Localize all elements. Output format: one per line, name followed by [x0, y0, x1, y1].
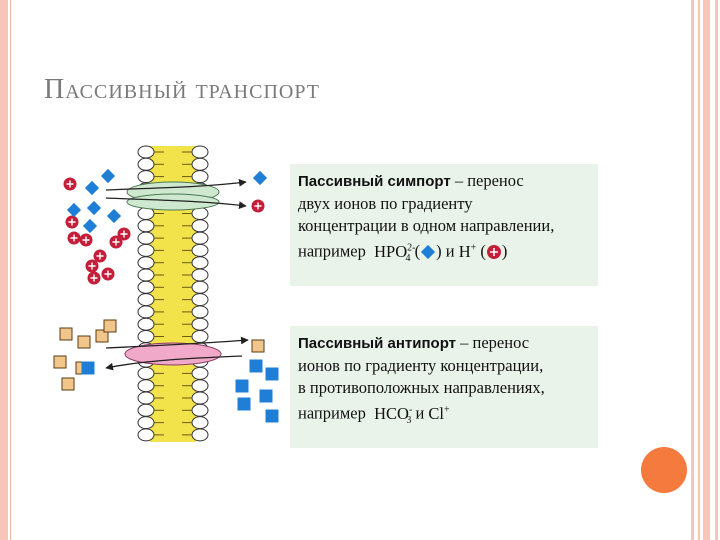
phospholipid-head [137, 145, 155, 159]
hco3-ion-group [53, 319, 265, 391]
hco3-ion [59, 327, 73, 341]
accent-circle [641, 447, 687, 493]
h-ion-group [63, 177, 265, 285]
phospholipid-head [137, 219, 155, 233]
phospholipid-head [137, 157, 155, 171]
antiport-arrow-right [105, 336, 249, 349]
cl-ion [237, 397, 251, 411]
h-ion-plus [68, 218, 76, 226]
hpo4-ion [84, 180, 100, 196]
right-border-stripes [688, 0, 720, 540]
phospholipid-head [137, 170, 155, 184]
phospholipid-head [191, 145, 209, 159]
phospholipid-head [191, 157, 209, 171]
phospholipid-head [191, 317, 209, 331]
hpo4-ion [252, 170, 268, 186]
blue-diamond-icon [421, 244, 436, 259]
phospholipid-head [137, 428, 155, 442]
h-ion-plus [254, 202, 262, 210]
h-ion-plus [112, 238, 120, 246]
h-ion-plus [120, 230, 128, 238]
phospholipid-head [191, 231, 209, 245]
hpo4-ion [82, 218, 98, 234]
h-ion-plus [88, 262, 96, 270]
phospholipid-head [191, 366, 209, 380]
hpo4-ion [66, 202, 82, 218]
phospholipid-head [137, 403, 155, 417]
phospholipid-head [137, 317, 155, 331]
hco3-ion [77, 335, 91, 349]
phospholipid-head [137, 243, 155, 257]
phospholipid-head [137, 416, 155, 430]
cl-ion [249, 359, 263, 373]
ion-cl: Cl+ [428, 403, 450, 423]
phospholipid-head [137, 330, 155, 343]
ion-h: H+ [458, 241, 477, 261]
antiport-description: Пассивный антипорт – перенос ионов по гр… [290, 326, 598, 448]
h-ion-plus [66, 180, 74, 188]
membrane-illustration [53, 145, 279, 442]
h-ion-plus [104, 270, 112, 278]
h-ion-plus [70, 234, 78, 242]
phospholipid-head [191, 293, 209, 307]
left-border-line [10, 0, 11, 540]
phospholipid-head [137, 268, 155, 282]
phospholipid-head [191, 391, 209, 405]
ion-hco3: HCO-3 [374, 403, 413, 426]
h-ion-plus [90, 274, 98, 282]
left-border-bar [0, 0, 8, 540]
symport-description: Пассивный симпорт – перенос двух ионов п… [290, 164, 598, 286]
phospholipid-head [191, 219, 209, 233]
phospholipid-head [137, 305, 155, 319]
phospholipid-head [137, 231, 155, 245]
phospholipid-head [137, 366, 155, 380]
cl-ion-group [81, 359, 279, 423]
antiport-protein [124, 342, 222, 366]
phospholipid-head [191, 403, 209, 417]
hpo4-ion [86, 200, 102, 216]
hpo4-ion [100, 168, 116, 184]
phospholipid-head [137, 280, 155, 294]
cl-ion [265, 367, 279, 381]
hco3-ion [251, 339, 265, 353]
transport-diagram: Пассивный симпорт – перенос двух ионов п… [46, 140, 606, 450]
h-ion-plus [82, 236, 90, 244]
phospholipid-head [191, 170, 209, 184]
phospholipid-head [137, 379, 155, 393]
hco3-ion [95, 329, 109, 343]
cl-ion [265, 409, 279, 423]
phospholipid-head [191, 330, 209, 343]
red-plus-circle-icon [486, 244, 501, 259]
hpo4-ion [106, 208, 122, 224]
symport-arrow-blue [105, 178, 247, 191]
symport-heading: Пассивный симпорт [298, 173, 451, 190]
phospholipid-head [191, 268, 209, 282]
cl-ion [81, 361, 95, 375]
antiport-arrow-left [105, 355, 243, 371]
phospholipid-head [191, 416, 209, 430]
phospholipid-head [137, 293, 155, 307]
phospholipid-head [137, 391, 155, 405]
phospholipid-head [191, 280, 209, 294]
phospholipid-head [191, 428, 209, 442]
phospholipid-head [137, 256, 155, 270]
hco3-ion [61, 377, 75, 391]
antiport-heading: Пассивный антипорт [298, 335, 457, 352]
cl-ion [259, 389, 273, 403]
phospholipid-head [191, 243, 209, 257]
ion-hpo4: HPO2-4 [374, 241, 416, 264]
slide-title: Пассивный транспорт [44, 74, 320, 105]
phospholipid-head [191, 379, 209, 393]
symport-arrow-red [105, 197, 247, 210]
cl-ion [235, 379, 249, 393]
h-ion-plus [96, 252, 104, 260]
hco3-ion [103, 319, 117, 333]
hco3-ion [53, 355, 67, 369]
phospholipid-head [191, 256, 209, 270]
phospholipid-head [191, 305, 209, 319]
